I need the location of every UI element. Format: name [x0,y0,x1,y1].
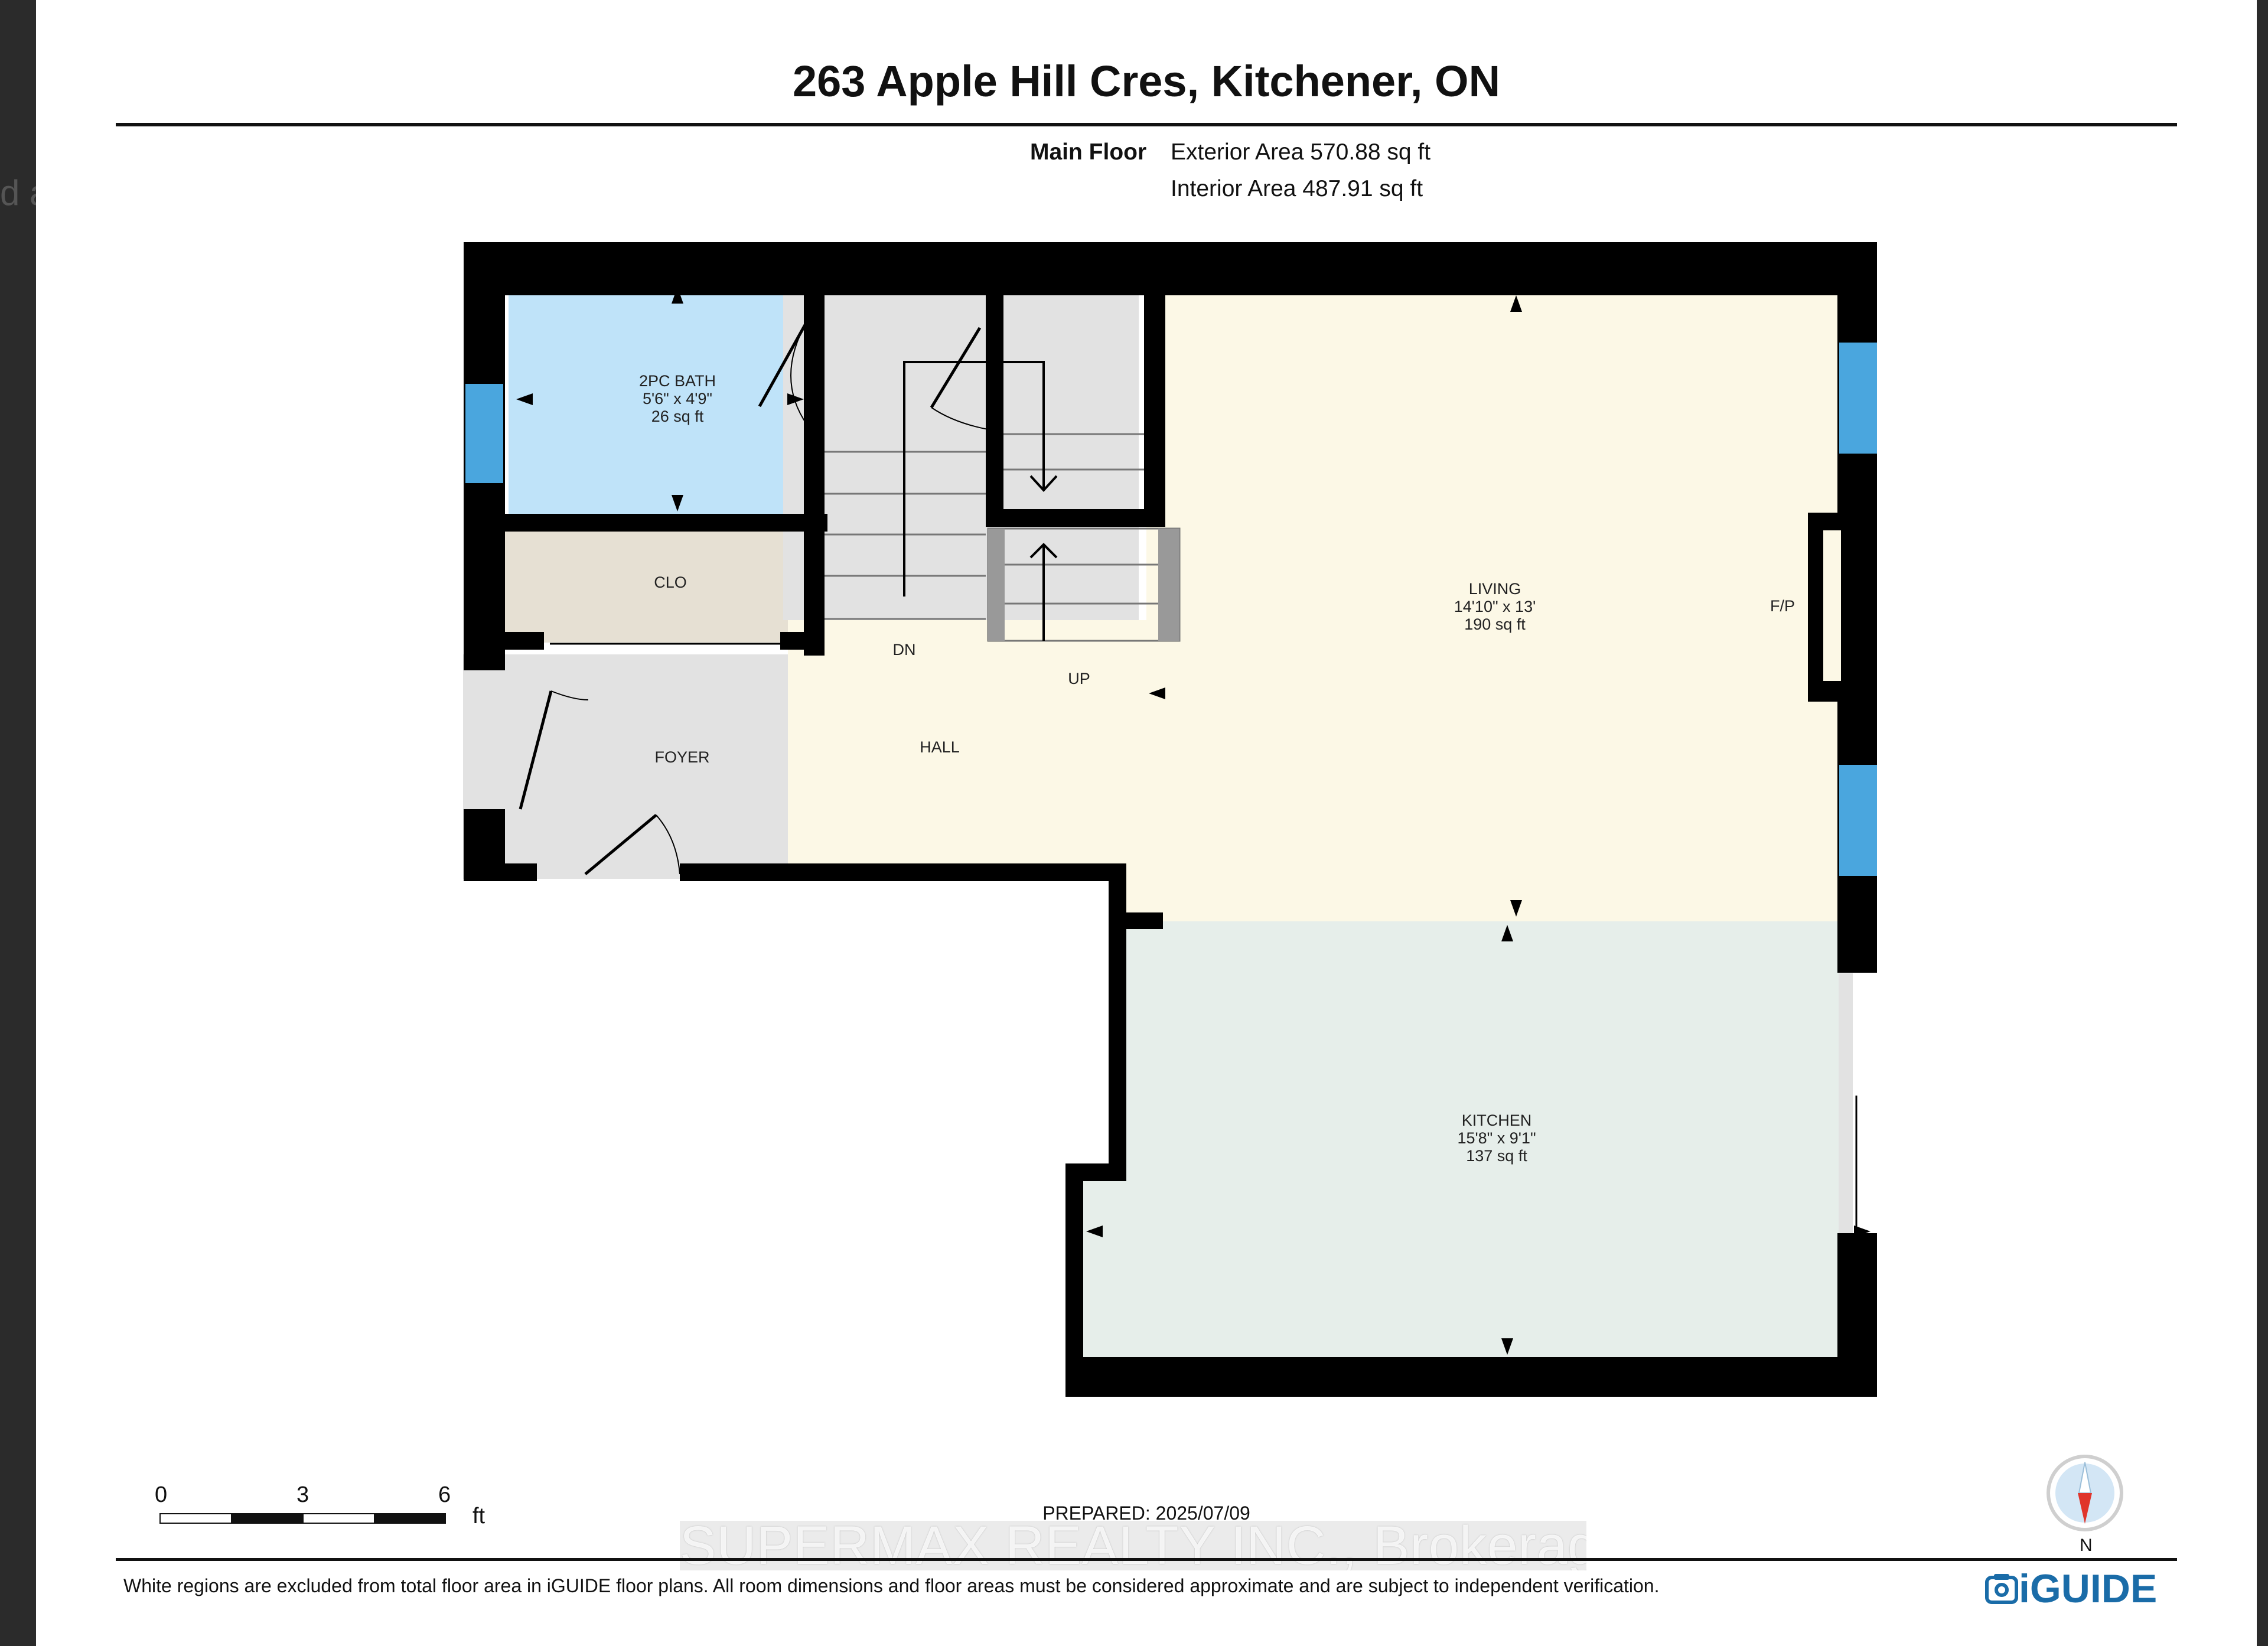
closet-corner-right [780,632,825,650]
kitchen-west-wall-upper [1109,863,1126,1176]
living-name: LIVING [1469,580,1521,598]
stairs-up-label: UP [1068,670,1090,687]
dimension-arrows [516,287,1871,1355]
closet-corner-left [503,632,544,650]
foyer-name: FOYER [654,748,709,766]
floor-plan: 2PC BATH 5'6" x 4'9" 26 sq ft CLO FOYER … [463,242,1877,1397]
bath-east-wall [804,278,825,656]
floor-plan-sheet: 263 Apple Hill Cres, Kitchener, ON Main … [36,0,2257,1646]
stair-rail-left [988,529,1005,641]
bath-area: 26 sq ft [651,408,704,425]
disclaimer-text: White regions are excluded from total fl… [123,1575,1660,1596]
exterior-area: Exterior Area 570.88 sq ft [1171,139,1431,165]
page-title: 263 Apple Hill Cres, Kitchener, ON [792,57,1501,106]
scale-segment [374,1513,446,1524]
stair-mid-wall [986,278,1003,514]
kitchen-fill [1083,921,1839,1357]
bath-fill [509,283,792,515]
south-wall-kitchen [1065,1357,1877,1397]
floor-label: Main Floor [1030,139,1147,165]
interior-area: Interior Area 487.91 sq ft [1171,176,1423,201]
closet-name: CLO [654,573,687,591]
scale-tick-6: 6 [438,1482,451,1507]
patio-door-fill [1839,973,1853,1233]
iguide-logo-text: iGUIDE [2019,1566,2158,1611]
compass-north-label: N [2080,1536,2093,1555]
kitchen-wall-stub [1126,912,1163,929]
title-divider [116,123,2177,126]
hall-name: HALL [920,738,960,756]
window-bath [465,384,503,483]
living-hall-fill [788,294,1839,921]
iguide-logo-icon [1985,1574,2018,1604]
scale-bar: 0 3 6 ft [155,1482,502,1530]
kitchen-area: 137 sq ft [1466,1147,1527,1165]
fireplace-label: F/P [1770,597,1795,615]
fireplace-opening [1823,530,1841,681]
bath-dimensions: 5'6" x 4'9" [643,390,712,408]
kitchen-dimensions: 15'8" x 9'1" [1457,1129,1536,1147]
window-living-south [1839,765,1877,876]
scale-unit: ft [472,1504,485,1528]
window-living-north [1839,343,1877,454]
doors [519,320,1858,1233]
south-wall-foyer [464,863,537,881]
landing-wall [986,509,1165,527]
living-area: 190 sq ft [1464,615,1526,633]
compass-icon [2047,1455,2123,1531]
kitchen-name: KITCHEN [1462,1112,1532,1129]
south-wall-hall [680,863,1126,881]
closet-fill [503,530,792,643]
stairs-down-label: DN [893,641,916,659]
east-wall-lower [1837,1233,1877,1397]
bath-south-wall [503,514,827,532]
scale-tick-0: 0 [155,1482,168,1507]
footer-divider [116,1558,2177,1561]
bath-name: 2PC BATH [639,372,716,390]
stair-direction-lines [903,361,1058,641]
iguide-logo: iGUIDE [1984,1566,2157,1612]
stair-fill [783,278,1139,620]
scale-tick-3: 3 [296,1482,309,1507]
prepared-date: PREPARED: 2025/07/09 [1042,1502,1250,1524]
stair-rail-right [1158,529,1179,641]
north-wall [464,242,1877,295]
brokerage-watermark: SUPERMAX REALTY INC., Brokerage [680,1521,1586,1570]
stair-east-wall [1144,278,1165,523]
living-dimensions: 14'10" x 13' [1454,598,1536,615]
foyer-fill [463,654,788,879]
